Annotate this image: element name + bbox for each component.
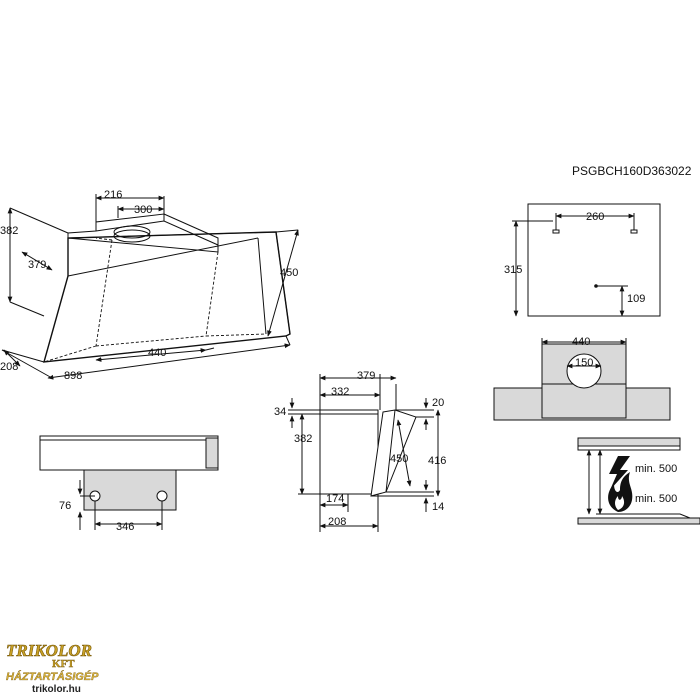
- mount-hook-left: [552, 224, 560, 234]
- logo-subtitle: HÁZTARTÁSIGÉP: [6, 670, 99, 683]
- mount-hook-right: [630, 224, 638, 234]
- flame-icon: [608, 472, 633, 512]
- logo-kft: KFT: [52, 658, 75, 670]
- dim-416: 416: [428, 455, 446, 467]
- dim-150: 150: [575, 357, 593, 369]
- dim-379-side: 379: [357, 370, 375, 382]
- top-outlet: [566, 353, 602, 389]
- clearance-hood: [577, 437, 681, 447]
- mount-plate: [527, 203, 661, 317]
- dim-216: 216: [104, 189, 122, 201]
- top-view: 440 150: [493, 336, 671, 421]
- electric-clearance: min. 500: [635, 463, 677, 475]
- dim-382-side: 382: [294, 433, 312, 445]
- dim-208: 208: [0, 361, 18, 373]
- dim-208-side: 208: [328, 516, 346, 528]
- front-chimney: [83, 469, 177, 511]
- dim-382: 382: [0, 225, 18, 237]
- front-view: 76 346: [39, 435, 219, 533]
- logo-name: TRIKOLOR: [6, 641, 92, 660]
- dim-260: 260: [586, 211, 604, 223]
- hood-body: [43, 231, 291, 363]
- front-panel: [39, 435, 219, 471]
- lightning-icon: [609, 456, 630, 490]
- dim-450: 450: [280, 267, 298, 279]
- dim-76: 76: [59, 500, 71, 512]
- dim-20: 20: [432, 397, 444, 409]
- dim-898: 898: [64, 370, 82, 382]
- trikolor-logo: TRIKOLOR KFT HÁZTARTÁSIGÉP trikolor.hu: [6, 641, 100, 695]
- dim-300: 300: [134, 204, 152, 216]
- dim-379: 379: [28, 259, 46, 271]
- dim-440: 440: [148, 347, 166, 359]
- isometric-view: 382 379 216 300 450 440 208 898: [0, 189, 299, 382]
- dim-109: 109: [627, 293, 645, 305]
- mount-hole-right: [156, 490, 168, 502]
- side-body: [319, 409, 379, 495]
- logo-url: trikolor.hu: [32, 684, 81, 695]
- dim-450-side: 450: [390, 453, 408, 465]
- gas-clearance: min. 500: [635, 493, 677, 505]
- side-view: 379 332 34 382 20 450 416 14 174 208: [274, 370, 446, 532]
- dim-332: 332: [331, 386, 349, 398]
- dim-440-top: 440: [572, 336, 590, 348]
- model-code: PSGBCH160D363022: [572, 164, 692, 178]
- chimney-outlet: [113, 225, 151, 239]
- dim-346: 346: [116, 521, 134, 533]
- clearance-view: min. 500 min. 500: [577, 437, 700, 525]
- dim-174: 174: [326, 493, 344, 505]
- dim-34: 34: [274, 406, 286, 418]
- dim-315: 315: [504, 264, 522, 276]
- dim-14: 14: [432, 501, 444, 513]
- mount-view: 260 315 109: [504, 203, 661, 317]
- clearance-hob: [577, 517, 700, 525]
